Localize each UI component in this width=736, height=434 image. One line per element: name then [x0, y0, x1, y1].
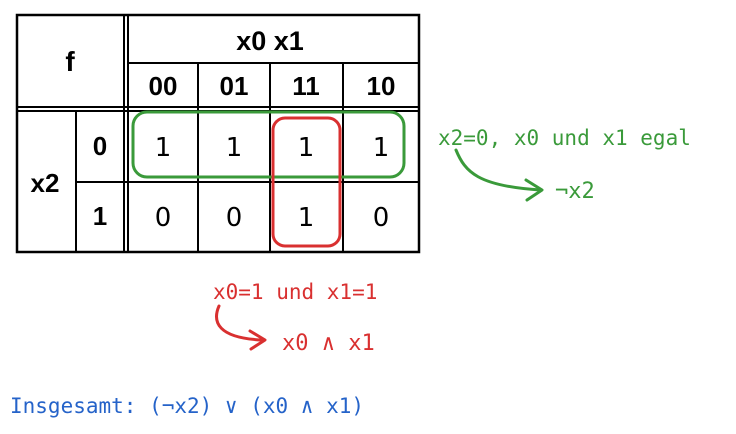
green-arrow-icon: [454, 148, 542, 192]
kmap-grid: [15, 13, 421, 254]
red-arrowhead-icon: [248, 329, 267, 351]
cell-r1-c2: 1: [298, 203, 315, 233]
summary-formula-text: Insgesamt: (¬x2) ∨ (x0 ∧ x1): [10, 394, 364, 418]
column-header-01: 01: [220, 71, 249, 101]
column-header-00: 00: [149, 71, 178, 101]
row-header-1: 1: [93, 201, 107, 231]
row-header-0: 0: [93, 131, 107, 161]
function-label: f: [65, 46, 75, 77]
cell-r0-c1: 1: [226, 133, 243, 163]
green-group-outline: [131, 110, 406, 179]
cell-r1-c0: 0: [155, 203, 172, 233]
green-result-text: ¬x2: [555, 179, 595, 204]
cell-r1-c1: 0: [226, 203, 243, 233]
red-arrow-icon: [215, 304, 264, 342]
column-variables-label: x0 x1: [236, 26, 304, 56]
red-group-outline: [271, 116, 342, 248]
row-variable-label: x2: [31, 168, 60, 198]
red-result-text: x0 ∧ x1: [282, 331, 375, 356]
column-header-10: 10: [367, 71, 396, 101]
red-condition-text: x0=1 und x1=1: [213, 280, 377, 304]
cell-r0-c3: 1: [373, 133, 390, 163]
green-condition-text: x2=0, x0 und x1 egal: [438, 126, 691, 150]
kmap-outer-border: [15, 13, 421, 254]
column-header-11: 11: [292, 71, 320, 101]
green-arrowhead-icon: [524, 178, 544, 202]
cell-r0-c2: 1: [298, 133, 315, 163]
cell-r0-c0: 1: [155, 133, 172, 163]
cell-r1-c3: 0: [373, 203, 390, 233]
